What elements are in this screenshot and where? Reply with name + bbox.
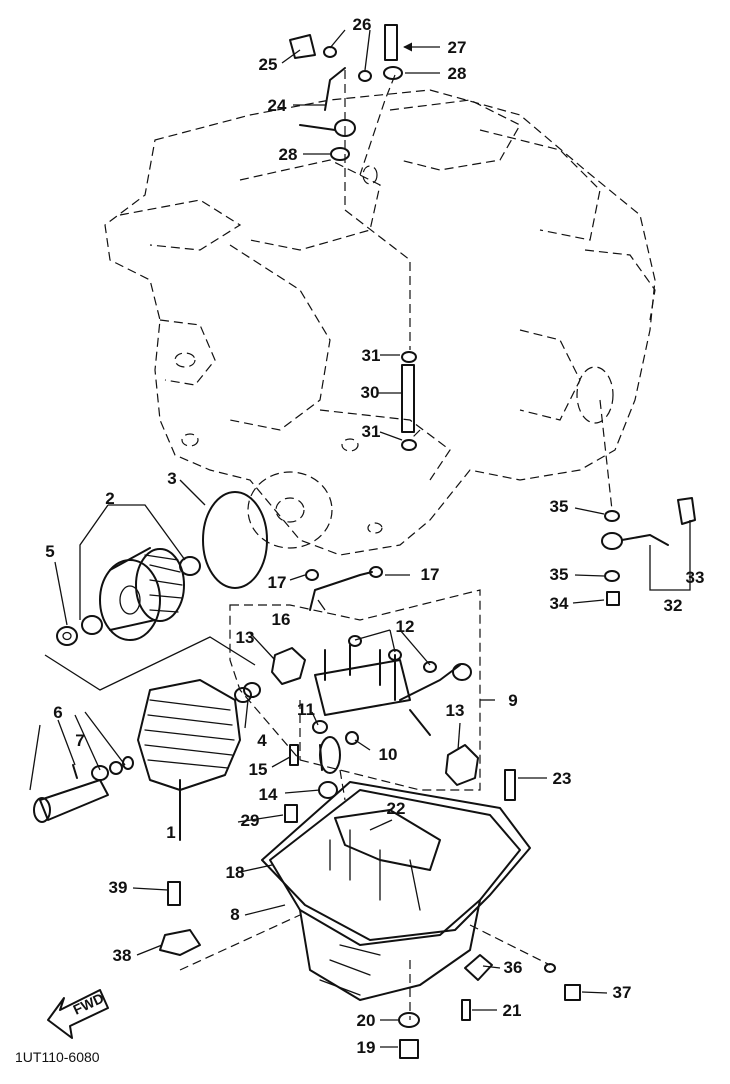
o-ring-10 xyxy=(345,731,359,745)
callout-20: 20 xyxy=(357,1011,376,1030)
callout-25: 25 xyxy=(259,55,278,74)
bolt-15 xyxy=(289,744,299,766)
callout-labels: 1 2 3 4 5 6 7 8 9 10 11 12 13 13 14 15 1… xyxy=(45,15,704,1057)
callout-3: 3 xyxy=(167,469,176,488)
callout-28b: 28 xyxy=(279,145,298,164)
callout-31a: 31 xyxy=(362,346,381,365)
callout-37: 37 xyxy=(613,983,632,1002)
spring xyxy=(234,682,261,703)
oil-pipe-assembly xyxy=(314,644,472,774)
callout-32: 32 xyxy=(664,596,683,615)
washer-5 xyxy=(56,626,78,646)
callout-22: 22 xyxy=(387,799,406,818)
callout-26: 26 xyxy=(353,15,372,34)
relief-pipe-group xyxy=(601,497,696,606)
callout-27: 27 xyxy=(448,38,467,57)
oil-pipe xyxy=(401,364,415,433)
filter-washer xyxy=(81,615,103,635)
callout-24: 24 xyxy=(268,96,287,115)
crankcase-outline xyxy=(104,89,656,556)
callout-14: 14 xyxy=(259,785,278,804)
callout-18: 18 xyxy=(226,863,245,882)
callout-13b: 13 xyxy=(446,701,465,720)
oil-pan-gasket xyxy=(261,781,531,941)
callout-30: 30 xyxy=(361,383,380,402)
o-ring-12a xyxy=(348,635,362,647)
callout-39: 39 xyxy=(109,878,128,897)
drawing-code: 1UT110-6080 xyxy=(15,1049,100,1065)
level-window xyxy=(159,929,201,956)
collar-14 xyxy=(318,781,338,799)
dowel-pin xyxy=(284,804,298,823)
callout-5: 5 xyxy=(45,542,54,561)
callout-31b: 31 xyxy=(362,422,381,441)
callout-10: 10 xyxy=(379,745,398,764)
callout-13a: 13 xyxy=(236,628,255,647)
callout-21: 21 xyxy=(503,1001,522,1020)
callout-29: 29 xyxy=(241,811,260,830)
callout-17b: 17 xyxy=(421,565,440,584)
callout-28a: 28 xyxy=(448,64,467,83)
top-oil-line xyxy=(289,24,403,161)
fwd-label: FWD xyxy=(71,990,107,1018)
oil-pan xyxy=(269,789,521,1001)
o-ring-large xyxy=(202,491,268,589)
callout-19: 19 xyxy=(357,1038,376,1057)
alignment-lines xyxy=(44,70,613,1020)
damper-block-a xyxy=(271,647,306,685)
callout-9: 9 xyxy=(508,691,517,710)
bolt-23 xyxy=(504,769,516,801)
plug-37 xyxy=(564,984,581,1001)
o-ring-31a xyxy=(401,351,417,363)
leader-lines xyxy=(29,29,691,1048)
callout-6: 6 xyxy=(53,703,62,722)
clamp-36 xyxy=(464,954,493,981)
callout-33: 33 xyxy=(686,568,705,587)
bolt-39 xyxy=(167,881,181,906)
callout-8: 8 xyxy=(230,905,239,924)
callout-16: 16 xyxy=(272,610,291,629)
fwd-arrow: FWD xyxy=(47,989,109,1039)
oil-hose xyxy=(305,566,383,611)
damper-block-b xyxy=(445,744,479,786)
callout-38: 38 xyxy=(113,946,132,965)
oil-cooler xyxy=(137,679,241,841)
o-ring-11 xyxy=(312,720,328,734)
callout-17a: 17 xyxy=(268,573,287,592)
callout-2: 2 xyxy=(105,489,114,508)
drain-bolt xyxy=(399,1039,419,1059)
drain-washer xyxy=(398,1012,420,1028)
oil-strainer xyxy=(334,809,441,871)
callout-35b: 35 xyxy=(550,565,569,584)
callout-1: 1 xyxy=(166,823,175,842)
callout-15: 15 xyxy=(249,760,268,779)
callout-12: 12 xyxy=(396,617,415,636)
bolt-21 xyxy=(461,999,471,1021)
o-ring-37 xyxy=(544,963,556,973)
cooler-union-bolt xyxy=(33,756,134,823)
filter-seal xyxy=(179,556,201,576)
callout-11: 11 xyxy=(297,700,315,719)
callout-34: 34 xyxy=(550,594,569,613)
callout-23: 23 xyxy=(553,769,572,788)
o-ring-31b xyxy=(401,439,417,451)
o-ring-12c xyxy=(423,661,437,673)
callout-7: 7 xyxy=(75,731,84,750)
callout-35a: 35 xyxy=(550,497,569,516)
oil-filter-element xyxy=(99,547,185,641)
callout-36: 36 xyxy=(504,958,523,977)
callout-4: 4 xyxy=(257,731,267,750)
